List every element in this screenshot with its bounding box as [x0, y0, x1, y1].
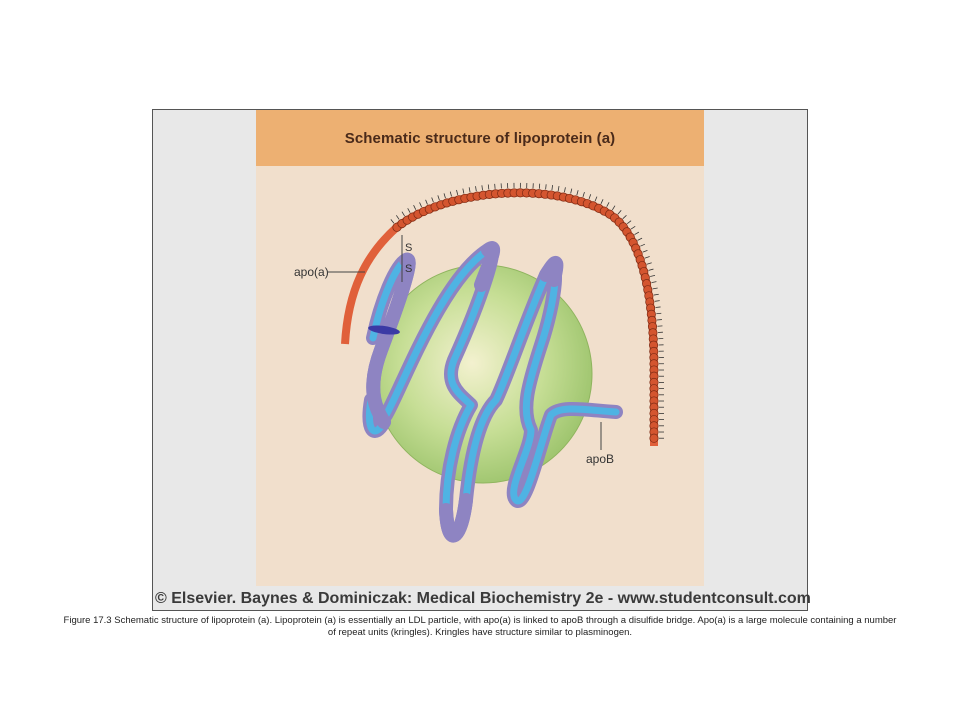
kringle-spike [622, 214, 627, 220]
kringle-spike [437, 195, 440, 201]
kringle-spike [443, 193, 446, 199]
kringle-spike [644, 256, 650, 259]
kringle-spike [413, 205, 417, 210]
kringle-spike [390, 219, 395, 224]
kringle-spike [637, 237, 643, 241]
kringle-spike [431, 197, 434, 203]
figure-frame: Schematic structure of lipoprotein (a) [152, 109, 811, 611]
kringle-spike [425, 199, 428, 205]
kringle-spike [656, 312, 662, 315]
apob-outside-segments [366, 241, 564, 543]
apob-label: apoB [586, 452, 614, 466]
diagram-title: Schematic structure of lipoprotein (a) [344, 129, 616, 147]
kringle-spike [582, 191, 585, 198]
kringle-spike [468, 187, 471, 193]
title-bar: Schematic structure of lipoprotein (a) [256, 110, 704, 166]
kringle-spike [617, 210, 622, 215]
kringle-spike [600, 199, 604, 204]
kringle-spike [570, 188, 573, 194]
kringle-repeats [390, 182, 664, 443]
kringle-spike [545, 184, 547, 190]
kringle-spike [606, 202, 610, 207]
kringle-spike [481, 185, 483, 191]
kringle-spike [395, 215, 400, 220]
kringle-spike [419, 202, 422, 208]
kringle-spike [630, 225, 636, 230]
disulfide-label-top: S [405, 242, 412, 254]
kringle-spike [576, 190, 579, 196]
kringle-spike [642, 249, 648, 253]
kringle-spike [401, 211, 405, 217]
kringle-spike [557, 186, 560, 192]
kringle-spike [640, 243, 646, 247]
kringle [649, 433, 659, 443]
kringle-spike [653, 293, 659, 296]
kringle-spike [551, 185, 553, 191]
disulfide-label-bottom: S [405, 263, 412, 275]
kringle-spike [652, 287, 658, 290]
kringle-spike [456, 189, 459, 195]
kringle-spike [407, 208, 411, 213]
figure-caption: Figure 17.3 Schematic structure of lipop… [63, 615, 897, 638]
kringle-spike [449, 191, 452, 197]
kringle-spike [564, 187, 566, 193]
kringle-spike [646, 262, 652, 265]
kringle-spike [594, 196, 598, 202]
kringle-spike [612, 205, 616, 211]
kringle-spike [655, 306, 661, 308]
kringle-spike [475, 186, 477, 192]
apob-terminal [368, 325, 400, 335]
diagram-panel: Schematic structure of lipoprotein (a) [256, 110, 704, 586]
kringle-spike [487, 184, 490, 190]
apoa-label: apo(a) [294, 265, 329, 279]
kringle-spike [648, 268, 654, 271]
kringle-spike [588, 194, 592, 200]
kringle-spike [462, 188, 465, 194]
kringle-spike [650, 274, 656, 277]
kringle-spike [651, 281, 657, 284]
copyright-notice: © Elsevier. Baynes & Dominiczak: Medical… [155, 590, 811, 607]
kringle-spike [654, 300, 660, 302]
kringle-spike [626, 220, 632, 225]
kringle-spike [634, 231, 640, 235]
lipoprotein-diagram: S S apo(a) apoB [294, 182, 664, 543]
